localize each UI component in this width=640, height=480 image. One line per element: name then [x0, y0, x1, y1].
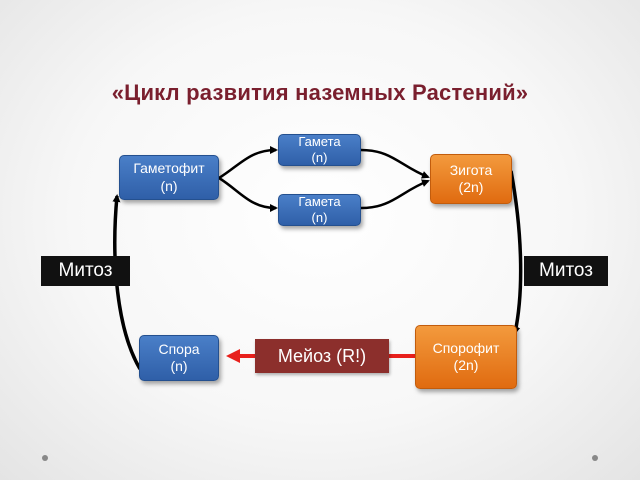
spore-label: Спора: [158, 340, 200, 357]
arrow-spore-to-gametophyte: [112, 194, 142, 370]
spore-ploidy: (n): [170, 358, 188, 374]
mitosis-label-left: Митоз: [41, 256, 130, 286]
sporophyte-ploidy: (2n): [453, 357, 479, 373]
corner-dot-left: [42, 455, 48, 461]
arrow-gamete-bottom-to-zygote: [360, 179, 430, 210]
sporophyte-node: Спорофит (2n): [415, 325, 517, 389]
gamete-top-node: Гамета (n): [278, 134, 361, 166]
zygote-label: Зигота: [449, 161, 493, 178]
gamete-bottom-ploidy: (n): [311, 210, 328, 225]
gametophyte-label: Гаметофит: [133, 160, 205, 176]
gametophyte-ploidy: (n): [160, 177, 178, 194]
arrow-gamete-top-to-zygote: [360, 148, 430, 179]
arrow-zygote-to-sporophyte: [509, 170, 523, 335]
gamete-top-ploidy: (n): [311, 150, 328, 165]
spore-node: Спора (n): [139, 335, 219, 381]
arrow-gametophyte-to-gamete-bottom: [218, 176, 278, 212]
gamete-bottom-node: Гамета (n): [278, 194, 361, 226]
meiosis-label: Мейоз (R!): [255, 339, 389, 373]
gametophyte-node: Гаметофит (n): [119, 155, 219, 200]
sporophyte-label: Спорофит: [432, 339, 500, 356]
arrow-gametophyte-to-gamete-top: [218, 146, 278, 180]
gamete-top-label: Гамета: [298, 133, 341, 149]
page-title: «Цикл развития наземных Растений»: [111, 80, 529, 105]
zygote-node: Зигота (2n): [430, 154, 512, 204]
mitosis-label-right: Митоз: [524, 256, 608, 286]
corner-dot-right: [592, 455, 598, 461]
zygote-ploidy: (2n): [458, 179, 484, 195]
gamete-bottom-label: Гамета: [298, 193, 341, 209]
